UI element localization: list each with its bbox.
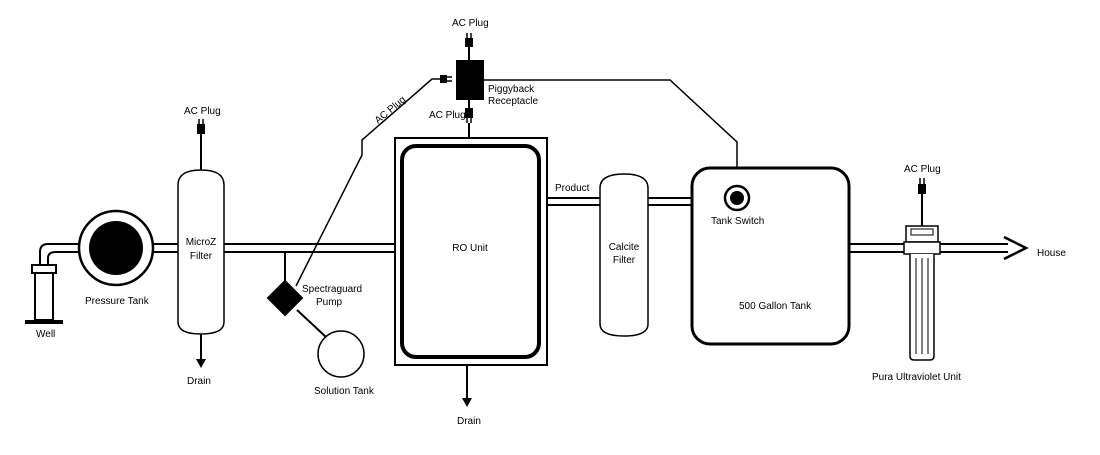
microz-drain-label: Drain [187,376,211,387]
microz-label-line1: MicroZ [186,237,217,248]
spectraguard-pump [266,279,304,317]
pressure-tank [77,209,155,287]
ac-plug-icon [465,108,473,123]
ac-plug-icon [197,119,205,134]
piggyback-label-line2: Receptacle [488,96,538,107]
calcite-filter [599,173,649,337]
ac-plug-icon [465,33,473,47]
diagonal-ac-plug-label: AC Plug [373,94,408,126]
calcite-label-line1: Calcite [609,242,640,253]
ro-ac-plug-label: AC Plug [429,110,466,121]
top-ac-plug-label: AC Plug [452,18,489,29]
pump-label-line2: Pump [316,297,343,308]
gallon-tank [690,166,851,346]
product-label: Product [555,183,590,194]
microz-label-line2: Filter [190,251,213,262]
well-label: Well [36,329,55,340]
ro-drain-arrow-icon [462,398,472,407]
tank-switch-label: Tank Switch [711,216,764,227]
pump-label-line1: Spectraguard [302,284,362,295]
tank-switch [723,184,751,212]
house-label: House [1037,248,1066,259]
calcite-label-line2: Filter [613,255,636,266]
ultraviolet-unit [903,225,941,361]
piggyback-receptacle [456,60,484,100]
pump-power-cord [295,78,446,287]
ac-plug-icon [918,178,926,194]
pressure-tank-label: Pressure Tank [85,296,150,307]
solution-tank [317,330,365,378]
tank-switch-wire [484,79,738,186]
solution-tank-label: Solution Tank [314,386,375,397]
microz-filter [177,169,225,335]
gallon-tank-label: 500 Gallon Tank [739,301,812,312]
piggyback-label-line1: Piggyback [488,84,535,95]
uv-ac-plug-label: AC Plug [904,164,941,175]
ro-unit-label: RO Unit [452,243,488,254]
ro-unit [394,137,548,366]
microz-ac-plug-label: AC Plug [184,106,221,117]
ro-drain-label: Drain [457,416,481,427]
ac-plug-icon [440,75,452,83]
microz-drain-arrow-icon [196,359,206,368]
house-arrow-icon [1003,235,1029,261]
uv-unit-label: Pura Ultraviolet Unit [872,372,961,383]
well [25,264,63,324]
